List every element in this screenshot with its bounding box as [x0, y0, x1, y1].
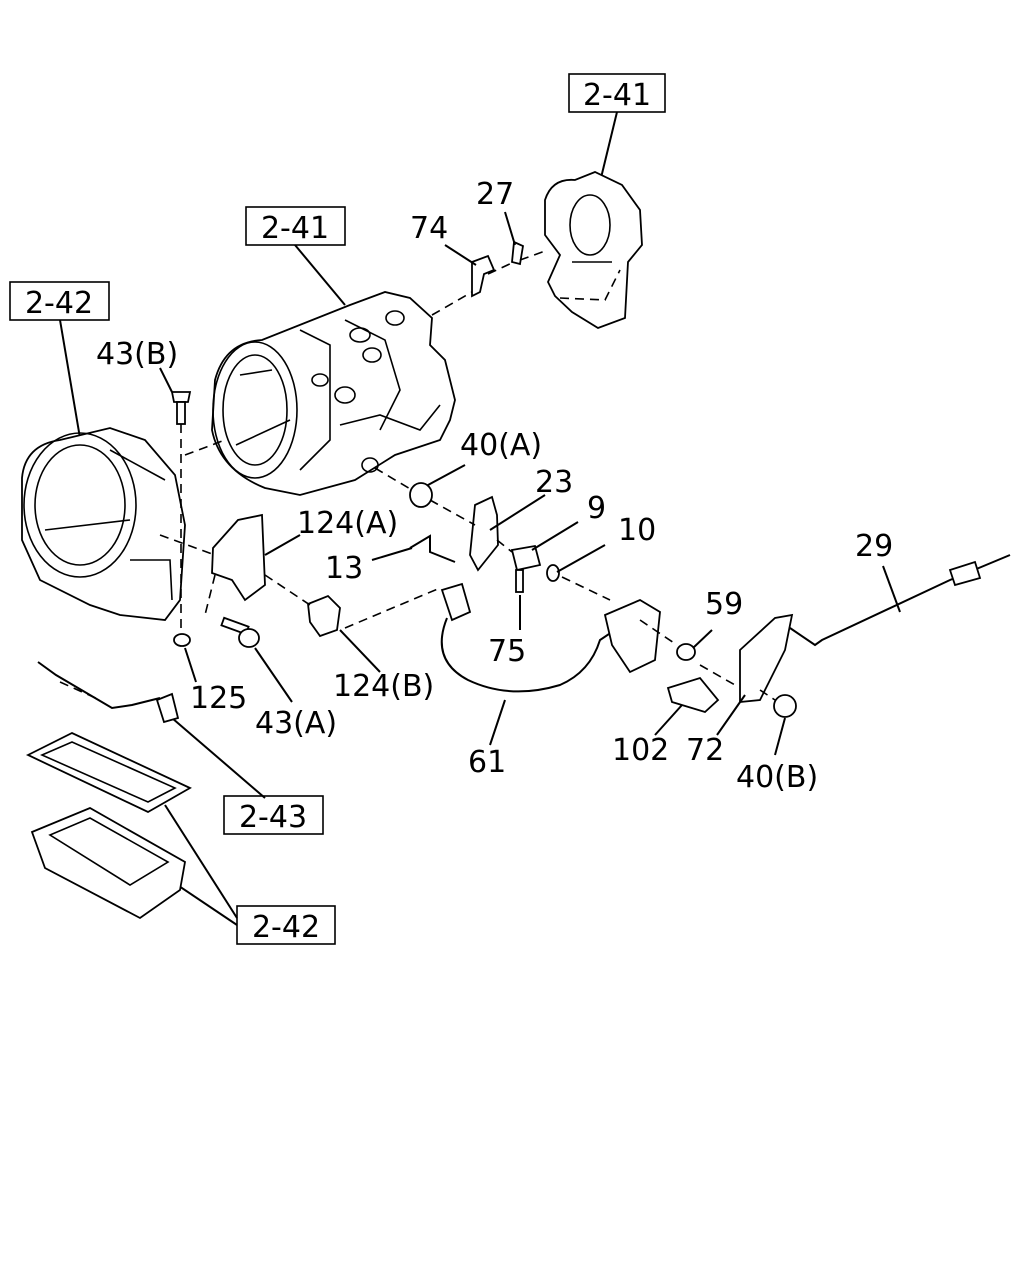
transmission-case	[211, 291, 456, 496]
reference-leaders	[59, 111, 618, 926]
label-102: 102	[612, 733, 669, 768]
bushing-40a	[409, 482, 433, 508]
screw-59	[676, 643, 696, 661]
label-72: 72	[686, 733, 724, 768]
harness-61	[440, 582, 661, 693]
ref-label-2-41-mid: 2-41	[261, 211, 329, 246]
nut-40b	[773, 694, 797, 718]
label-10: 10	[618, 513, 656, 548]
label-43b: 43(B)	[96, 337, 178, 372]
lever-74	[471, 254, 496, 298]
label-23: 23	[535, 465, 573, 500]
ref-label-2-42-bottom: 2-42	[252, 910, 320, 945]
bolt-43a	[220, 616, 260, 648]
ref-label-2-43: 2-43	[239, 800, 307, 835]
oil-pan-gasket	[25, 732, 192, 814]
pin-9	[510, 544, 542, 572]
label-40b: 40(B)	[736, 760, 818, 795]
part-leaders	[159, 211, 901, 756]
spring-13	[409, 534, 456, 563]
switch-124b	[307, 594, 341, 638]
label-27: 27	[476, 177, 514, 212]
cable-29	[789, 554, 1011, 647]
label-9: 9	[587, 491, 606, 526]
label-13: 13	[325, 551, 363, 586]
connector-102	[666, 676, 720, 714]
clip-27	[511, 240, 525, 266]
label-124b: 124(B)	[333, 669, 434, 704]
oil-pan	[30, 807, 186, 920]
label-40a: 40(A)	[460, 428, 542, 463]
label-74: 74	[410, 211, 448, 246]
label-125: 125	[190, 681, 247, 716]
ref-label-2-42-left: 2-42	[25, 286, 93, 321]
bracket-72	[739, 613, 794, 703]
ref-box-2-43[interactable]: 2-43	[223, 795, 324, 835]
label-61: 61	[468, 745, 506, 780]
ref-box-2-42-bottom[interactable]: 2-42	[236, 905, 336, 945]
assembly-lines	[59, 249, 776, 701]
bolt-43b	[170, 391, 192, 632]
bracket-124a	[211, 513, 266, 602]
label-29: 29	[855, 529, 893, 564]
ref-box-2-41-mid[interactable]: 2-41	[245, 206, 346, 246]
nut-125	[173, 633, 191, 647]
label-43a: 43(A)	[255, 706, 337, 741]
label-59: 59	[705, 587, 743, 622]
ref-box-2-41-top[interactable]: 2-41	[568, 73, 666, 113]
pin-75	[515, 569, 524, 593]
ref-label-2-41-top: 2-41	[583, 78, 651, 113]
sensor-wire	[37, 661, 180, 724]
label-75: 75	[488, 634, 526, 669]
converter-housing	[21, 427, 186, 621]
clip-10	[546, 564, 560, 582]
label-124a: 124(A)	[297, 506, 398, 541]
ref-box-2-42-left[interactable]: 2-42	[9, 281, 110, 321]
sector-plate-23	[469, 495, 499, 572]
extension-housing	[544, 171, 643, 329]
